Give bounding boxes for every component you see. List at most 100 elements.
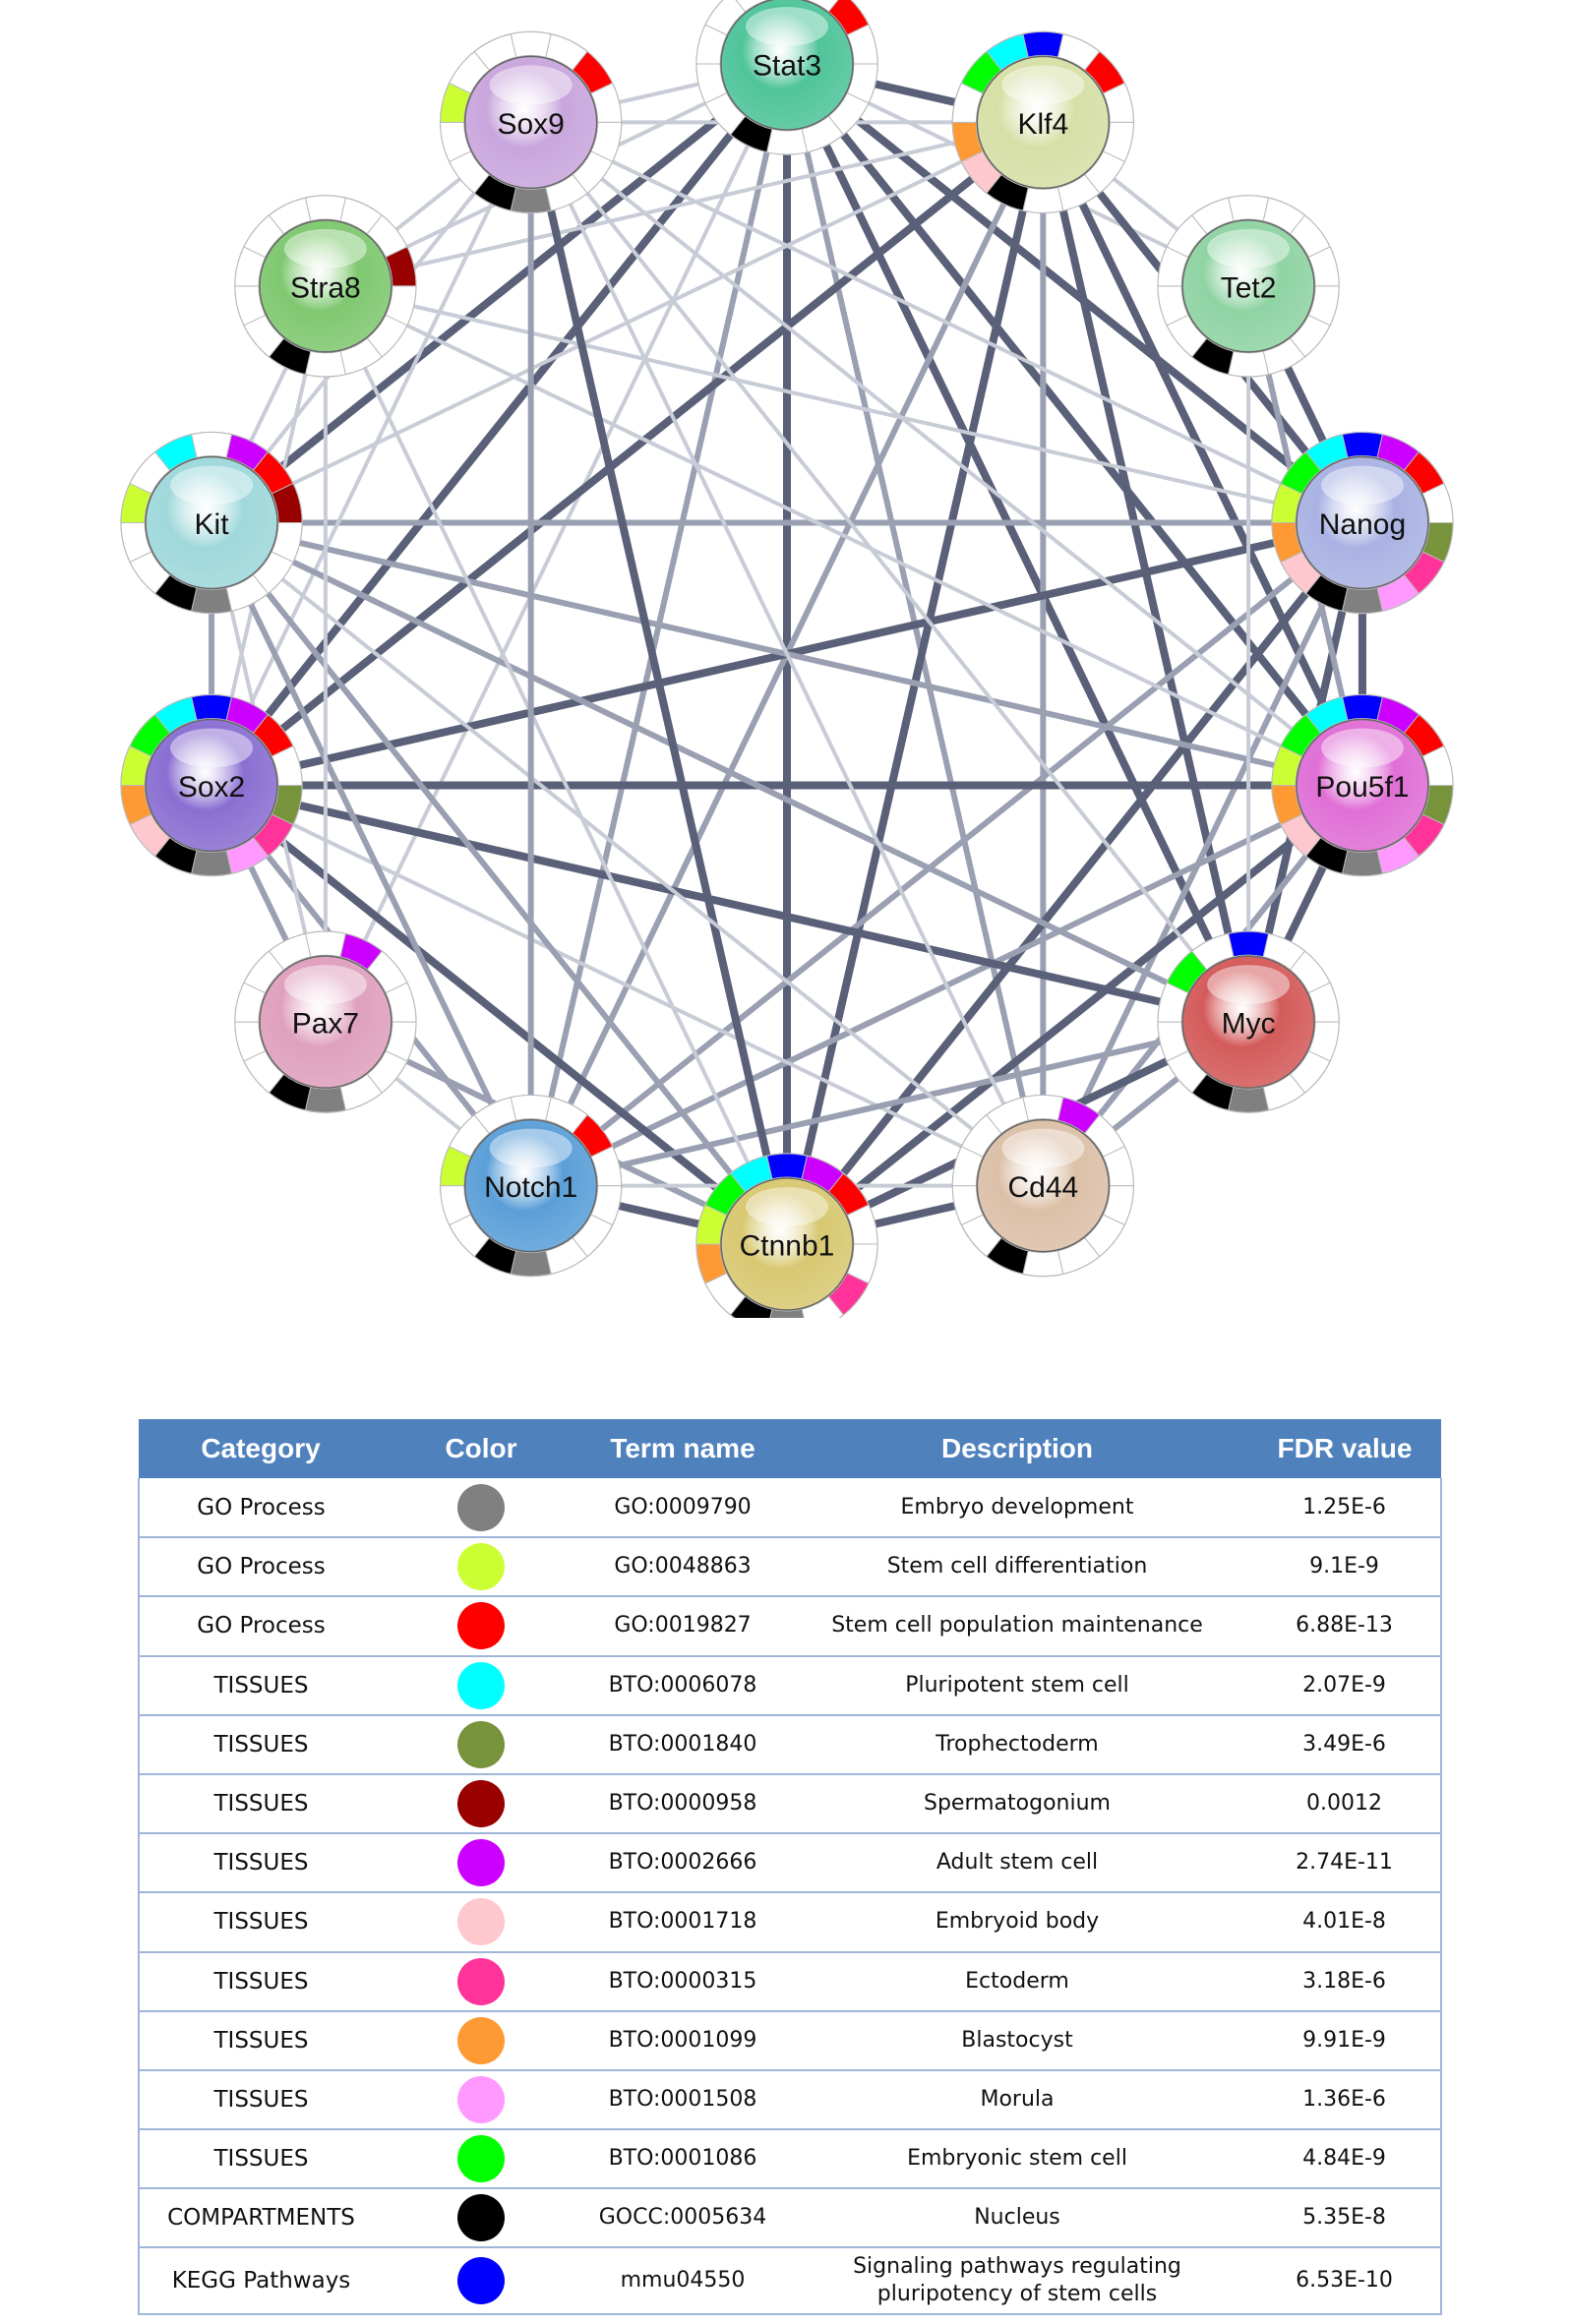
row-term-name: BTO:0001508 bbox=[608, 2086, 757, 2112]
enrichment-table-container: Category Color Term name Description FDR… bbox=[138, 1419, 1442, 2315]
ring-segment-grey bbox=[304, 350, 346, 378]
node-label: Stra8 bbox=[290, 271, 361, 304]
row-category: TISSUES bbox=[213, 1909, 309, 1936]
edge-pou5f1-ctnnb1 bbox=[783, 781, 1366, 1248]
row-fdr-value: 5.35E-8 bbox=[1302, 2205, 1386, 2231]
ring-segment-cyan bbox=[473, 33, 517, 71]
row-description: Spermatogonium bbox=[924, 1791, 1111, 1817]
row-category: GO Process bbox=[197, 1494, 326, 1520]
edge-myc-sox9 bbox=[528, 120, 1251, 1025]
edge-stat3-myc bbox=[783, 60, 1253, 1027]
row-term-name: BTO:0002666 bbox=[608, 1850, 757, 1876]
ring-segment-cyan bbox=[1191, 197, 1235, 235]
node-ball bbox=[1181, 219, 1315, 353]
node-label: Pou5f1 bbox=[1315, 771, 1409, 804]
row-category: TISSUES bbox=[213, 1850, 309, 1877]
row-term-name: GO:0019827 bbox=[614, 1613, 752, 1639]
ring-segment-grey bbox=[765, 128, 809, 155]
row-category: TISSUES bbox=[213, 1731, 309, 1758]
node-highlight bbox=[1001, 65, 1085, 105]
edge-stat3-nanog bbox=[783, 60, 1366, 527]
enrichment-table: Category Color Term name Description FDR… bbox=[138, 1419, 1442, 2315]
row-color bbox=[383, 2011, 579, 2070]
ring-segment-grey bbox=[1341, 850, 1384, 877]
ring-segment-grey bbox=[1228, 350, 1270, 378]
ring-segment-cyan bbox=[1304, 434, 1349, 472]
node-highlight bbox=[489, 1128, 573, 1168]
row-description: Embryonic stem cell bbox=[907, 2146, 1127, 2172]
color-swatch bbox=[457, 1483, 505, 1531]
row-category: TISSUES bbox=[213, 1672, 309, 1698]
edge-stat3-pax7 bbox=[323, 62, 789, 1025]
color-swatch bbox=[457, 1661, 505, 1709]
node-pax7: Pax7 bbox=[234, 930, 417, 1113]
node-ball bbox=[1296, 455, 1429, 590]
row-description: Trophectoderm bbox=[936, 1731, 1099, 1757]
node-tet2: Tet2 bbox=[1157, 195, 1340, 378]
row-color bbox=[383, 1952, 579, 2011]
edge-stat3-sox2 bbox=[208, 60, 791, 790]
row-category: GO Process bbox=[197, 1613, 326, 1639]
edge-sox2-sox9 bbox=[210, 120, 533, 788]
ring-segment-grey bbox=[769, 1308, 805, 1318]
row-color bbox=[383, 1596, 579, 1655]
node-ball bbox=[976, 55, 1111, 190]
row-color bbox=[383, 2188, 579, 2247]
node-label: Notch1 bbox=[484, 1171, 577, 1204]
node-label: Sox2 bbox=[178, 771, 245, 804]
color-swatch bbox=[457, 1839, 505, 1887]
row-term-name: GO:0009790 bbox=[614, 1494, 752, 1520]
row-description: Ectoderm bbox=[965, 1968, 1069, 1994]
node-label: Myc bbox=[1222, 1008, 1276, 1041]
row-term-name: BTO:0001718 bbox=[608, 1909, 757, 1935]
row-term-name: BTO:0001840 bbox=[608, 1731, 757, 1757]
node-highlight bbox=[283, 228, 367, 268]
row-color bbox=[383, 1892, 579, 1951]
color-swatch bbox=[457, 2135, 505, 2183]
header-color: Color bbox=[445, 1433, 517, 1463]
node-ball bbox=[259, 955, 392, 1089]
color-swatch bbox=[457, 1720, 505, 1768]
node-sox2: Sox2 bbox=[120, 693, 303, 877]
row-term-name: GOCC:0005634 bbox=[598, 2205, 767, 2231]
row-term-name: BTO:0000315 bbox=[608, 1968, 757, 1994]
row-color bbox=[383, 1656, 579, 1715]
ring-segment-blue bbox=[1022, 1095, 1064, 1121]
color-swatch bbox=[457, 1780, 505, 1828]
node-highlight bbox=[1001, 1128, 1085, 1168]
node-sox9: Sox9 bbox=[439, 30, 623, 214]
node-notch1: Notch1 bbox=[439, 1094, 623, 1278]
row-fdr-value: 9.1E-9 bbox=[1309, 1554, 1379, 1579]
ring-segment-cyan bbox=[268, 197, 312, 235]
row-color bbox=[383, 1774, 579, 1833]
row-color bbox=[383, 1833, 579, 1892]
row-fdr-value: 9.91E-9 bbox=[1302, 2027, 1386, 2053]
row-fdr-value: 6.53E-10 bbox=[1296, 2268, 1393, 2294]
edge-nanog-sox9 bbox=[528, 120, 1364, 525]
row-description: Embryoid body bbox=[935, 1909, 1100, 1935]
row-color bbox=[383, 1478, 579, 1537]
node-ball bbox=[976, 1118, 1111, 1253]
row-term-name: BTO:0001086 bbox=[608, 2146, 757, 2172]
ring-segment-blue bbox=[1022, 30, 1064, 58]
ring-segment-blue bbox=[765, 1153, 809, 1180]
row-description: Embryo development bbox=[900, 1494, 1134, 1520]
node-myc: Myc bbox=[1157, 930, 1340, 1113]
node-highlight bbox=[746, 7, 828, 46]
node-label: Stat3 bbox=[753, 50, 821, 83]
node-pou5f1: Pou5f1 bbox=[1271, 693, 1454, 877]
ring-segment-blue bbox=[1341, 431, 1384, 458]
row-description: Signaling pathways regulating pluripoten… bbox=[853, 2254, 1181, 2307]
ring-segment-grey bbox=[304, 1086, 346, 1113]
node-ball bbox=[1181, 955, 1315, 1089]
row-description: Pluripotent stem cell bbox=[905, 1672, 1129, 1698]
row-color bbox=[383, 1715, 579, 1774]
edge-nanog-stra8 bbox=[323, 283, 1364, 525]
